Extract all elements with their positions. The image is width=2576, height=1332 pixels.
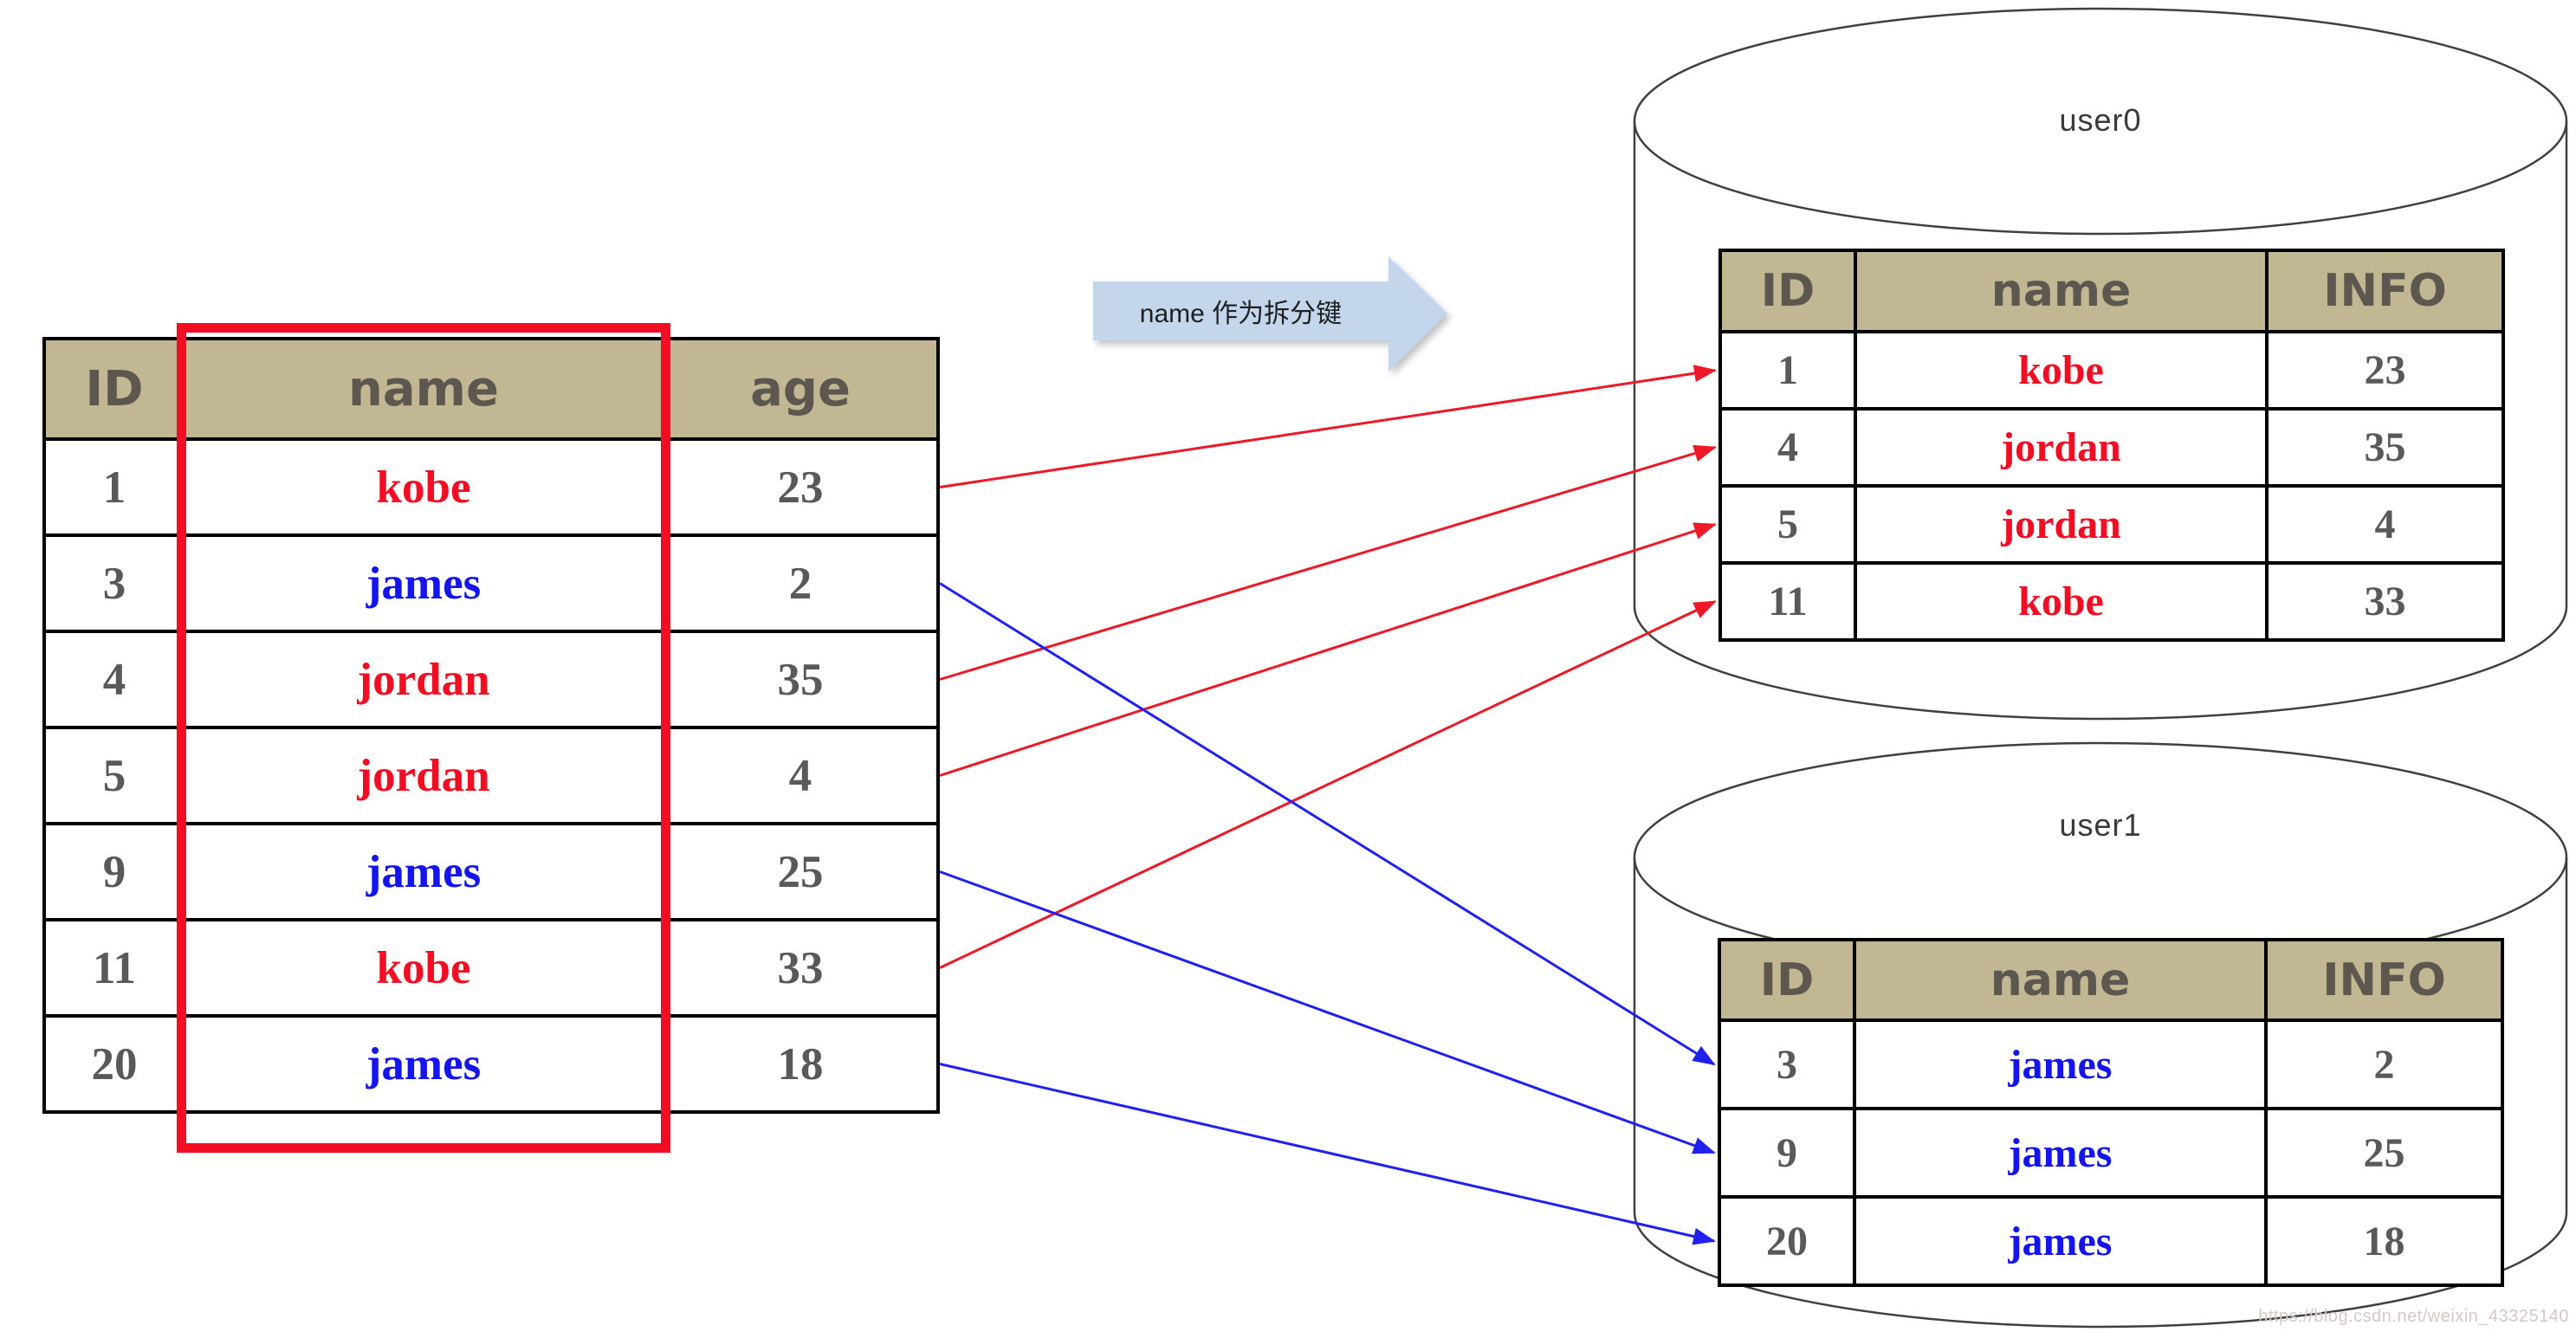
cell-age: 23 [661,437,940,537]
column-header-name: name [1853,938,2268,1022]
column-header-info: INFO [2265,249,2505,333]
shard0-header-row: ID name INFO [1718,249,2505,333]
cell-id: 20 [42,1014,186,1114]
cell-id: 1 [42,437,186,537]
column-header-id: ID [1718,249,1857,333]
cell-name: james [183,533,664,633]
cell-age: 4 [661,726,940,825]
cell-info: 23 [2265,330,2505,411]
cell-age: 2 [661,533,940,633]
cell-id: 3 [42,533,186,633]
cell-name: kobe [1854,330,2269,411]
cell-info: 35 [2265,407,2505,488]
column-header-id: ID [42,337,186,441]
cell-age: 35 [661,630,940,729]
cell-info: 25 [2264,1107,2504,1199]
cell-id: 1 [1718,330,1857,411]
cell-name: kobe [183,918,664,1018]
cell-name: james [183,822,664,921]
column-header-info: INFO [2264,938,2504,1022]
cell-id: 9 [1718,1107,1856,1199]
cell-info: 4 [2265,484,2505,565]
cell-name: james [183,1014,664,1114]
db-label-user0: user0 [2059,102,2142,138]
cell-name: jordan [183,630,664,729]
cell-id: 4 [42,630,186,729]
cell-name: jordan [183,726,664,825]
cell-info: 33 [2265,561,2505,642]
cell-name: james [1853,1195,2268,1287]
cell-name: james [1853,1018,2268,1110]
cell-age: 18 [661,1014,940,1114]
watermark-url: https://blog.csdn.net/weixin_43325140 [2258,1307,2569,1326]
source-table-header-row: ID name age [42,337,940,441]
column-header-name: name [1854,249,2269,333]
cell-age: 25 [661,822,940,921]
db-label-user1: user1 [2059,807,2142,843]
cell-id: 4 [1718,407,1857,488]
shard1-header-row: ID name INFO [1718,938,2504,1022]
cell-name: jordan [1854,484,2269,565]
column-header-age: age [661,337,940,441]
cell-info: 2 [2264,1018,2504,1110]
cell-info: 18 [2264,1195,2504,1287]
cell-id: 11 [42,918,186,1018]
cell-id: 5 [1718,484,1857,565]
cell-name: kobe [183,437,664,537]
cell-name: kobe [1854,561,2269,642]
cell-id: 20 [1718,1195,1856,1287]
cell-id: 3 [1718,1018,1856,1110]
column-header-name: name [183,337,664,441]
split-key-arrow-label: name 作为拆分键 [1139,300,1343,328]
cell-id: 5 [42,726,186,825]
cell-age: 33 [661,918,940,1018]
cell-name: james [1853,1107,2268,1199]
cell-id: 9 [42,822,186,921]
column-header-id: ID [1718,938,1856,1022]
cell-name: jordan [1854,407,2269,488]
cell-id: 11 [1718,561,1857,642]
